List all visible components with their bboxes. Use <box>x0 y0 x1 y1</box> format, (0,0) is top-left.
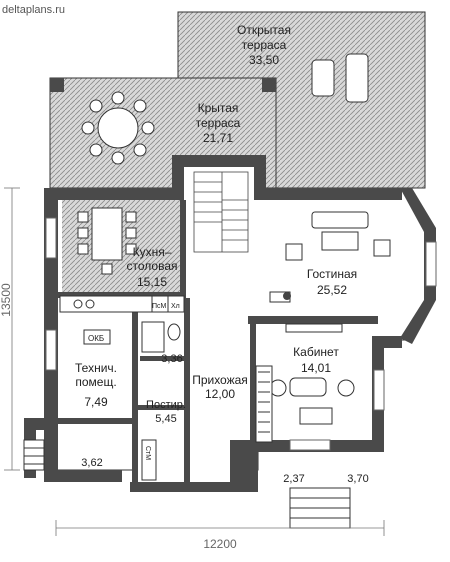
covered-terrace-post <box>262 78 276 92</box>
dimension-lines <box>4 187 385 536</box>
site-watermark: deltaplans.ru <box>2 4 65 16</box>
room-name-kitchen-dining: Кухня–столовая <box>127 245 178 273</box>
room-area-porch-left: 3,62 <box>81 457 102 469</box>
living-room-furniture <box>269 211 391 303</box>
room-name-hallway: Прихожая <box>192 373 248 387</box>
windows <box>45 217 437 451</box>
boiler-box <box>83 329 111 345</box>
room-area-kitchen-dining: 15,15 <box>137 275 167 289</box>
kitchen-counter <box>59 295 185 313</box>
room-area-hallway: 12,00 <box>205 387 235 401</box>
room-area-covered-terrace: 21,71 <box>203 131 233 145</box>
staircase <box>193 171 249 253</box>
room-name-living-room: Гостиная <box>307 267 357 281</box>
inner-walls <box>56 200 378 484</box>
washer-label: СтМ <box>144 446 151 460</box>
room-area-vestibule: 2,37 <box>283 473 304 485</box>
fireplace-icon <box>283 292 291 300</box>
fridge-label: Хл <box>171 303 180 310</box>
hallway-wardrobe <box>255 365 273 443</box>
room-name-tech-room: Технич.помещ. <box>75 361 117 389</box>
round-dining-table <box>81 91 155 165</box>
room-area-living-room: 25,52 <box>317 283 347 297</box>
outer-walls <box>24 155 436 492</box>
cabinet-furniture <box>269 323 355 425</box>
room-area-tech-room: 7,49 <box>84 395 108 409</box>
bathroom-fixtures <box>141 321 181 353</box>
entrance-steps <box>23 439 351 529</box>
room-area-porch-right: 3,70 <box>347 473 368 485</box>
room-area-cabinet: 14,01 <box>301 361 331 375</box>
room-name-cabinet: Кабинет <box>293 345 339 359</box>
terrace-loungers <box>311 53 369 103</box>
kitchen-dining-table <box>77 207 137 275</box>
room-area-closet: 5,45 <box>155 413 176 425</box>
dishwasher-label: ПсМ <box>152 303 167 310</box>
covered-terrace-post <box>50 78 64 92</box>
room-area-bathroom: 3,36 <box>161 353 182 365</box>
boiler-label: ОКБ <box>88 334 104 343</box>
width-dimension: 12200 <box>203 537 237 551</box>
room-name-closet: Постир. <box>146 399 186 411</box>
room-area-open-terrace: 33,50 <box>249 53 279 67</box>
washer-box <box>141 439 157 481</box>
height-dimension: 13500 <box>0 283 13 317</box>
